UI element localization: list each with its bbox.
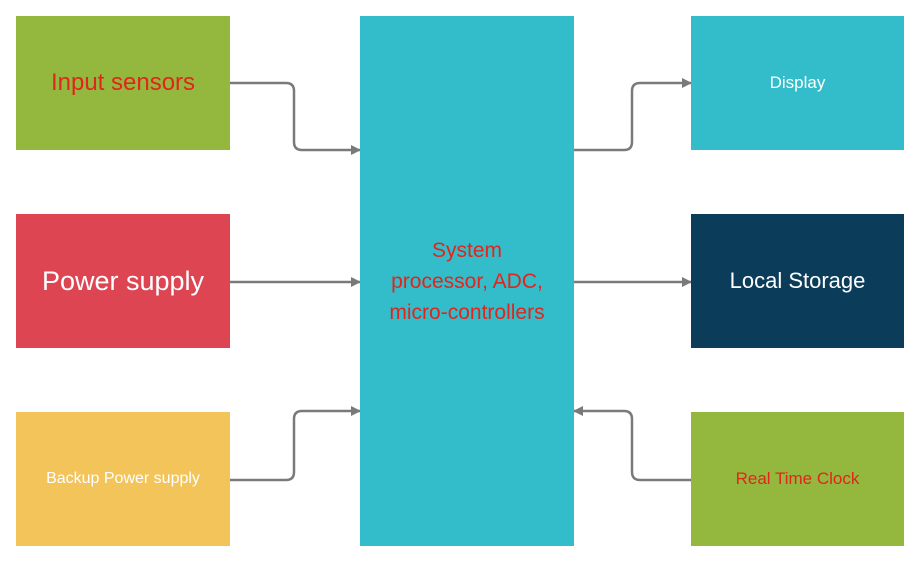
local-storage-block: Local Storage (691, 214, 904, 348)
backup-power-supply-block: Backup Power supply (16, 412, 230, 546)
input-sensors-block: Input sensors (16, 16, 230, 150)
power-supply-block: Power supply (16, 214, 230, 348)
backup-power-supply-label: Backup Power supply (46, 470, 200, 487)
display-label: Display (769, 73, 826, 92)
display-block: Display (691, 16, 904, 150)
real-time-clock-label: Real Time Clock (735, 469, 860, 488)
arrow-input-sensors-to-system (230, 81, 361, 155)
real-time-clock-block: Real Time Clock (691, 412, 904, 546)
power-supply-label: Power supply (41, 265, 205, 296)
input-sensors-label: Input sensors (50, 69, 196, 96)
local-storage-label: Local Storage (729, 268, 866, 293)
system-processor-block: System processor, ADC, micro-controllers (360, 16, 574, 546)
system-processor-label: System processor, ADC, micro-controllers (389, 238, 545, 324)
arrow-system-to-display (574, 78, 692, 152)
arrow-backup-power-to-system (230, 406, 361, 482)
arrow-rtc-to-system (573, 406, 691, 482)
